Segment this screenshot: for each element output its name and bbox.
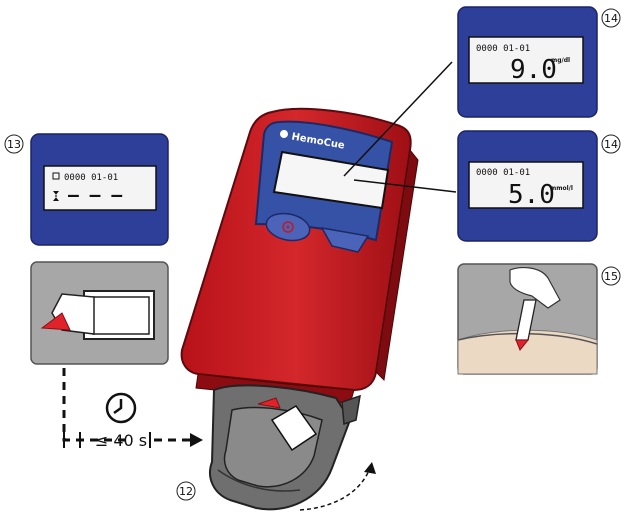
step-14-mgdl-panel: 0000 01-01 9.0 mg/dl 14 <box>457 6 621 118</box>
step-12-badge <box>176 481 196 501</box>
step-15-number: 15 <box>604 270 618 283</box>
blood-sample-tip <box>40 312 71 331</box>
leader-line-mgdl <box>343 61 453 177</box>
timer-flow: ≤ 40 s <box>62 368 203 450</box>
step-15-badge <box>601 266 621 286</box>
step-13-result-placeholder: – – – <box>68 185 122 206</box>
step-14-mmol-value: 5.0 <box>508 180 555 210</box>
device-side <box>375 148 419 382</box>
tray-ridge <box>217 469 301 492</box>
tray-sample-tip <box>257 397 281 409</box>
cuvette-insert-panel <box>30 261 169 365</box>
tray-swing-arrowhead <box>364 462 376 474</box>
step-14-badge <box>601 134 621 154</box>
brand-logo-mark <box>280 130 288 138</box>
step-12-number: 12 <box>179 485 193 498</box>
cuvette-icon <box>52 172 60 180</box>
lcd-screen <box>43 165 157 211</box>
step-14-number: 14 <box>604 138 618 151</box>
step-15-panel: 15 <box>457 263 621 375</box>
step-14-badge <box>601 8 621 28</box>
used-cuvette-tip <box>515 339 530 351</box>
gloved-hand <box>509 267 561 309</box>
step-14-mmol-unit: mmol/l <box>550 185 573 192</box>
tray-latch <box>341 394 361 426</box>
hemocue-device: HemoCue <box>180 107 419 511</box>
step-14-mgdl-date-readout: 0000 01-01 <box>476 44 530 54</box>
tray-cuvette <box>270 405 318 452</box>
step-14-mmol-panel: 0000 01-01 5.0 mmol/l 14 <box>457 130 621 242</box>
power-icon <box>282 221 294 233</box>
step-14-number: 14 <box>604 12 618 25</box>
clock-hands <box>113 399 123 415</box>
lcd-screen <box>468 36 584 84</box>
cuvette-holder-inner <box>92 296 150 335</box>
step-13-number: 13 <box>7 138 21 151</box>
step-14-mgdl-unit: mg/dl <box>551 57 570 64</box>
step-14-mgdl-value: 9.0 <box>510 55 557 85</box>
step-13-panel: 13 0000 01-01 – – – <box>4 133 169 246</box>
lcd-screen <box>468 161 584 209</box>
flow-arrowhead <box>190 433 203 447</box>
step-13-badge <box>4 134 24 154</box>
device-display <box>272 150 390 210</box>
enter-button[interactable] <box>320 226 370 253</box>
step-13-date-readout: 0000 01-01 <box>64 173 118 183</box>
timer-label: ≤ 40 s <box>95 431 147 450</box>
tray-swing-arrow <box>299 467 371 511</box>
waste-bin <box>457 329 598 375</box>
power-icon-dot <box>286 225 290 229</box>
step-14-mmol-date-readout: 0000 01-01 <box>476 168 530 178</box>
leader-line-mmol <box>353 179 457 193</box>
hourglass-icon <box>53 191 59 201</box>
